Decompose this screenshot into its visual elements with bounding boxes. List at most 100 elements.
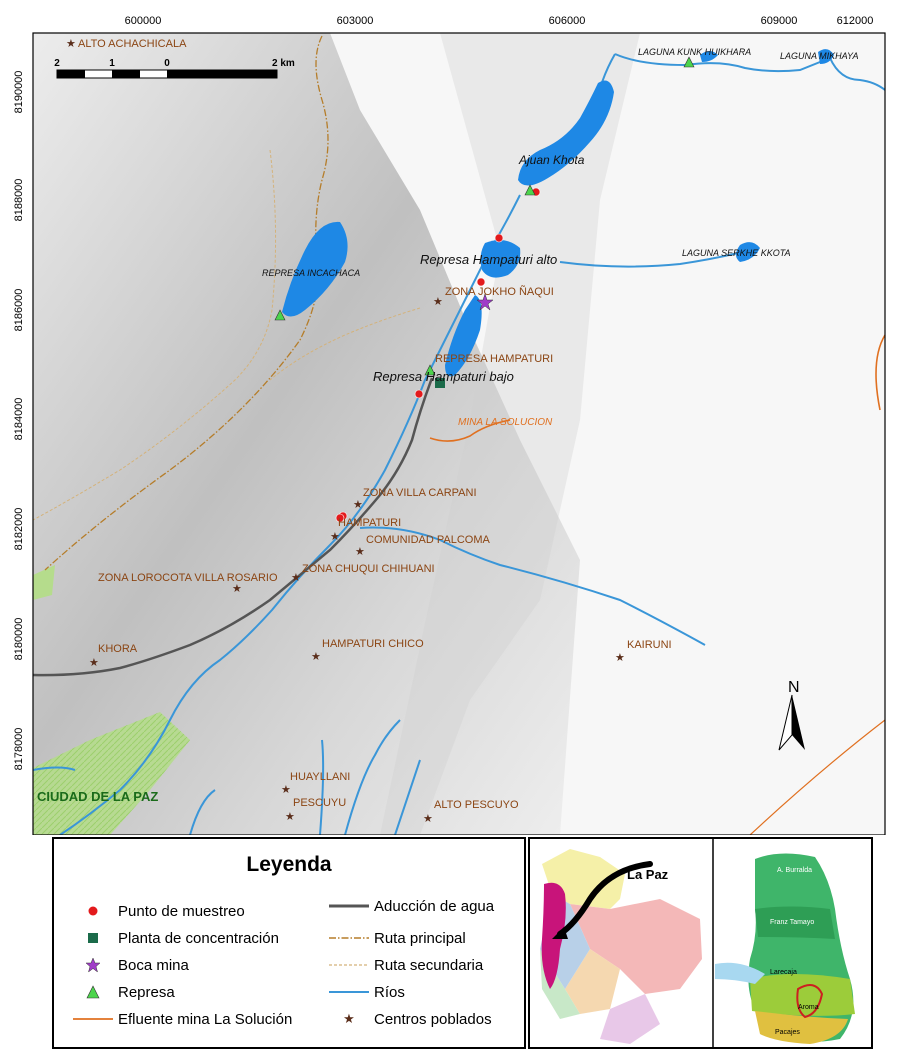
- city-label: CIUDAD DE LA PAZ: [37, 789, 158, 804]
- place-label: ZONA VILLA CARPANI: [363, 487, 477, 499]
- orange-line-icon: [68, 1016, 118, 1022]
- legend-item-mine: Boca mina: [68, 955, 189, 975]
- legend-label: Efluente mina La Solución: [118, 1010, 293, 1028]
- svg-text:★: ★: [433, 296, 443, 308]
- scale-label: 2 km: [272, 58, 295, 69]
- effluent-line-east: [875, 334, 886, 411]
- y-tick: 8182000: [13, 508, 25, 551]
- effluent-line-se: [749, 719, 886, 835]
- terrain-relief-east: [380, 33, 640, 835]
- legend-item-secondary-road: Ruta secundaria: [324, 955, 483, 975]
- x-tick: 600000: [125, 15, 162, 27]
- scale-bar: 2 1 0 2 km: [54, 58, 295, 79]
- place-label: KAIRUNI: [627, 639, 672, 651]
- scale-label: 2: [54, 58, 60, 69]
- y-tick-labels: 8190000 8188000 8186000 8184000 8182000 …: [13, 71, 25, 771]
- lake-label: LAGUNA KUNK HUIKHARA: [638, 47, 751, 57]
- svg-text:★: ★: [291, 572, 301, 584]
- lake-label: Represa Hampaturi bajo: [373, 369, 514, 384]
- svg-text:★: ★: [423, 813, 433, 825]
- legend-item-rivers: Ríos: [324, 982, 405, 1002]
- legend-item-effluent: Efluente mina La Solución: [68, 1009, 292, 1029]
- green-square-icon: [68, 932, 118, 944]
- x-tick: 612000: [837, 15, 874, 27]
- place-label: ALTO ACHACHICALA: [78, 38, 187, 50]
- y-tick: 8190000: [13, 71, 25, 114]
- municipality-label: Pacajes: [775, 1029, 800, 1036]
- map-panel[interactable]: ★ ★ ★ ★ ★ ★ ★ ★ ★ ★ ★ ★ ★ ALTO ACHACHICA…: [0, 0, 901, 835]
- place-label: REPRESA HAMPATURI: [435, 353, 553, 365]
- lake-label: LAGUNA MIKHAYA: [780, 51, 859, 61]
- municipality-label: Franz Tamayo: [770, 919, 814, 926]
- legend-label: Planta de concentración: [118, 929, 279, 947]
- municipality-label: Aroma: [798, 1004, 819, 1011]
- effluent-line: [429, 419, 511, 442]
- svg-text:★: ★: [89, 657, 99, 669]
- bolivia-inset: La Paz: [540, 849, 702, 1044]
- dotted-line-icon: [324, 962, 374, 968]
- lake-label: Ajuan Khota: [518, 153, 585, 167]
- concentration-plant: [435, 378, 445, 388]
- triangle-icon: [68, 985, 118, 999]
- x-tick: 603000: [337, 15, 374, 27]
- place-label: HAMPATURI: [338, 517, 401, 529]
- y-tick: 8178000: [13, 728, 25, 771]
- svg-text:★: ★: [285, 811, 295, 823]
- place-label: KHORA: [98, 643, 138, 655]
- svg-text:★: ★: [311, 651, 321, 663]
- lake-label: LAGUNA SERKHE KKOTA: [682, 248, 791, 258]
- x-tick: 609000: [761, 15, 798, 27]
- svg-text:★: ★: [355, 546, 365, 558]
- north-arrow-icon: N: [778, 679, 805, 751]
- lakes: [282, 49, 834, 377]
- secondary-road-2: [269, 307, 421, 381]
- star-icon: [68, 957, 118, 973]
- y-tick: 8188000: [13, 179, 25, 222]
- legend-label: Punto de muestreo: [118, 902, 245, 920]
- place-label: HUAYLLANI: [290, 771, 350, 783]
- legend-item-plant: Planta de concentración: [68, 928, 279, 948]
- place-label: ZONA JOKHO ÑAQUI: [445, 285, 554, 298]
- brown-star-icon: ★: [343, 1011, 355, 1026]
- blue-line-icon: [324, 989, 374, 995]
- svg-text:★: ★: [353, 499, 363, 511]
- city-area-west: [33, 565, 55, 600]
- legend-item-dam: Represa: [68, 982, 175, 1002]
- x-tick: 606000: [549, 15, 586, 27]
- sample-points: [335, 187, 541, 523]
- svg-text:★: ★: [232, 583, 242, 595]
- legend-label: Boca mina: [118, 956, 189, 974]
- map-canvas[interactable]: ★ ★ ★ ★ ★ ★ ★ ★ ★ ★ ★ ★ ★ ALTO ACHACHICA…: [0, 0, 901, 835]
- legend-panel: Leyenda Punto de muestreo Planta de conc…: [52, 837, 526, 1049]
- place-label: ALTO PESCUYO: [434, 799, 519, 811]
- svg-text:★: ★: [66, 38, 76, 50]
- legend-label: Represa: [118, 983, 175, 1001]
- legend-label: Ruta secundaria: [374, 956, 484, 974]
- municipality-label: A. Burralda: [777, 867, 812, 874]
- y-tick: 8180000: [13, 618, 25, 661]
- red-dot-icon: [68, 905, 118, 917]
- legend-item-pipe: Aducción de agua: [324, 896, 494, 916]
- mine-label: MINA LA SOLUCION: [458, 417, 553, 428]
- mine-entrance: [476, 293, 494, 311]
- legend-label: Ruta principal: [374, 929, 466, 947]
- municipality-label: Larecaja: [770, 969, 797, 976]
- legend-label: Centros poblados: [374, 1010, 492, 1028]
- la-paz-dept-inset: A. Burralda Franz Tamayo Larecaja Aroma …: [715, 853, 855, 1044]
- place-label: PESCUYU: [293, 797, 346, 809]
- town-markers: ★ ★ ★ ★ ★ ★ ★ ★ ★ ★ ★ ★ ★: [66, 38, 625, 825]
- rivers: [32, 53, 886, 835]
- place-label: COMUNIDAD PALCOMA: [366, 534, 491, 546]
- north-label: N: [788, 679, 800, 696]
- y-tick: 8186000: [13, 289, 25, 332]
- legend-item-sample-point: Punto de muestreo: [68, 901, 245, 921]
- y-tick: 8184000: [13, 398, 25, 441]
- svg-text:★: ★: [330, 531, 340, 543]
- svg-text:★: ★: [281, 784, 291, 796]
- la-paz-region: [541, 882, 566, 989]
- map-frame: [32, 32, 886, 835]
- place-label: ZONA CHUQUI CHIHUANI: [302, 563, 435, 575]
- legend-item-main-road: Ruta principal: [324, 928, 466, 948]
- scale-label: 0: [164, 58, 170, 69]
- gray-line-icon: [324, 903, 374, 909]
